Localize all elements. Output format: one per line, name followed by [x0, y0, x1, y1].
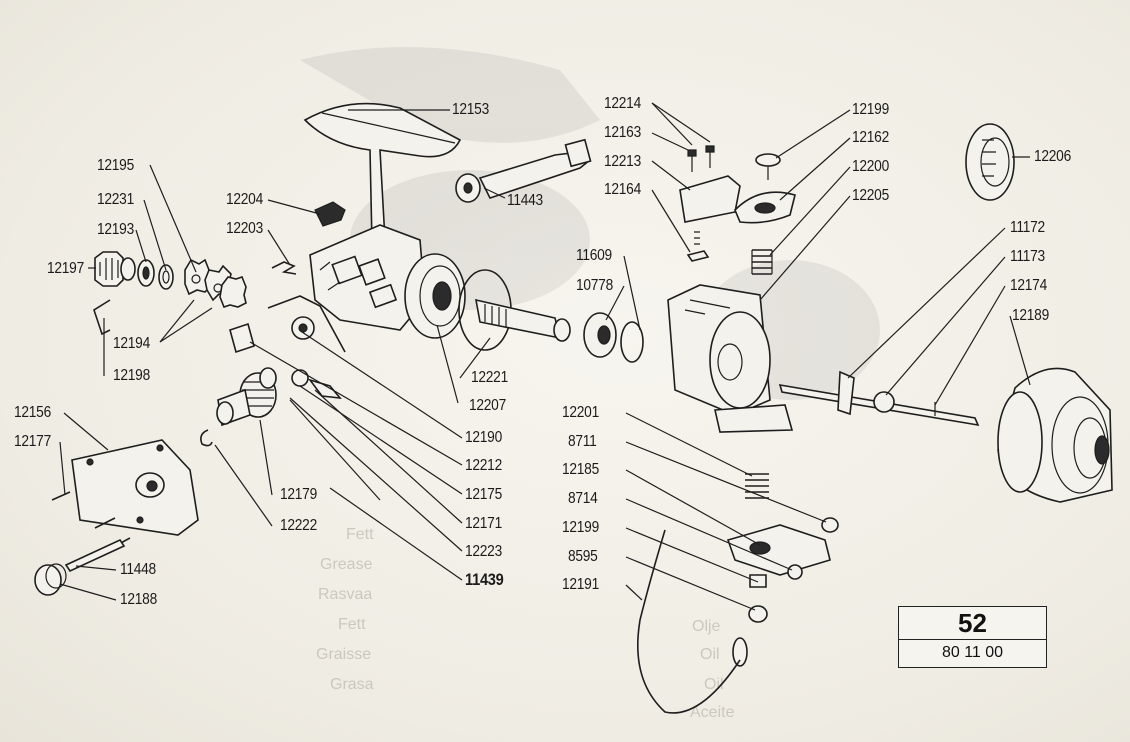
ghost-text: Fett: [346, 526, 374, 543]
part-label: 12162: [852, 129, 889, 146]
part-label: 12191: [562, 576, 599, 593]
part-label: 12201: [562, 404, 599, 421]
part-label: 8711: [568, 433, 597, 450]
part-8714-screw: [749, 564, 803, 588]
part-label: 12156: [14, 404, 51, 421]
part-12206-ring: [965, 123, 1015, 201]
ghost-text: Rasvaa: [318, 586, 373, 603]
part-11448-screw: [34, 538, 126, 596]
part-12185-plate: [726, 524, 831, 576]
part-label: 11439: [465, 570, 504, 589]
part-label: 12174: [1010, 277, 1047, 294]
part-label: 11443: [507, 192, 543, 209]
ghost-text: Fett: [338, 616, 366, 633]
part-12156-cover: [71, 439, 199, 536]
part-12189-spool: [997, 367, 1113, 503]
part-12197-knob: [94, 251, 136, 287]
ghost-text: Grease: [320, 556, 373, 573]
page-code-box: 52 80 11 00: [898, 606, 1047, 668]
part-label: 12205: [852, 187, 889, 204]
ghost-text: Oil: [704, 676, 724, 693]
part-label: 11609: [576, 247, 612, 264]
part-label: 12212: [465, 457, 502, 474]
part-label: 12195: [97, 157, 134, 174]
ghost-text: Grasa: [330, 676, 374, 693]
part-label: 12203: [226, 220, 263, 237]
part-12231-washer: [158, 264, 174, 290]
part-label: 12204: [226, 191, 263, 208]
part-label: 12171: [465, 515, 502, 532]
part-12191-bail-wire: [637, 529, 741, 714]
part-label: 12221: [471, 369, 508, 386]
part-label: 12222: [280, 517, 317, 534]
part-12174-spindle: [778, 370, 980, 427]
part-8595-roller: [732, 605, 768, 667]
part-label: 12199: [852, 101, 889, 118]
part-12194-ratchet-b: [219, 276, 247, 308]
ghost-text: Olje: [692, 618, 721, 635]
ghost-text: Oil: [700, 646, 720, 663]
part-11609-bearing: [583, 312, 617, 358]
part-12201-spring: [745, 473, 769, 499]
part-shaft: [474, 298, 571, 342]
part-12207-rotor: [404, 253, 466, 339]
part-label: 12206: [1034, 148, 1071, 165]
part-label: 11173: [1010, 248, 1045, 265]
edition-date: 80 11 00: [941, 644, 1004, 661]
part-10778-ring: [620, 321, 644, 363]
part-label: 12213: [604, 153, 641, 170]
part-label: 11448: [120, 561, 156, 578]
ghost-text: Aceite: [690, 704, 735, 721]
part-label: 12231: [97, 191, 134, 208]
part-label: 11172: [1010, 219, 1045, 236]
part-label: 12153: [452, 101, 489, 118]
part-8711-nut: [821, 517, 839, 533]
part-label: 12199: [562, 519, 599, 536]
part-label: 8595: [568, 548, 598, 565]
part-label: 12223: [465, 543, 502, 560]
part-12175: [289, 369, 381, 501]
part-label: 12177: [14, 433, 51, 450]
part-12153-frame: [303, 102, 462, 331]
part-12198-clip: [93, 299, 111, 336]
part-label: 12200: [852, 158, 889, 175]
leader-lines: [59, 102, 1031, 611]
part-label: 12185: [562, 461, 599, 478]
part-label: 12198: [113, 367, 150, 384]
ghost-text: Graisse: [316, 646, 372, 663]
part-label: 12188: [120, 591, 157, 608]
part-label: 12175: [465, 486, 502, 503]
part-label: 12207: [469, 397, 506, 414]
part-11443-handle: [455, 138, 592, 203]
part-label: 12189: [1012, 307, 1049, 324]
part-label: 12194: [113, 335, 150, 352]
part-label: 12190: [465, 429, 502, 446]
part-12214-screws: [687, 145, 715, 172]
part-12200-spring: [751, 249, 773, 275]
part-label: 8714: [568, 490, 598, 507]
part-12193-bushing: [137, 259, 155, 287]
part-label: 12197: [47, 260, 84, 277]
part-12164: [686, 231, 710, 262]
part-label: 10778: [576, 277, 613, 294]
part-label: 12214: [604, 95, 641, 112]
part-label: 12163: [604, 124, 641, 141]
part-label: 12193: [97, 221, 134, 238]
part-12204-block: [314, 201, 346, 227]
part-12162-cap: [734, 153, 796, 224]
part-12213-bracket: [679, 175, 741, 223]
part-label: 12164: [604, 181, 641, 198]
page-number: 52: [899, 607, 1046, 640]
part-12179-gear: [216, 367, 277, 427]
part-12205-housing: [667, 284, 794, 433]
part-12222-clip: [200, 429, 213, 447]
part-12203-clip: [271, 261, 297, 275]
part-label: 12179: [280, 486, 317, 503]
